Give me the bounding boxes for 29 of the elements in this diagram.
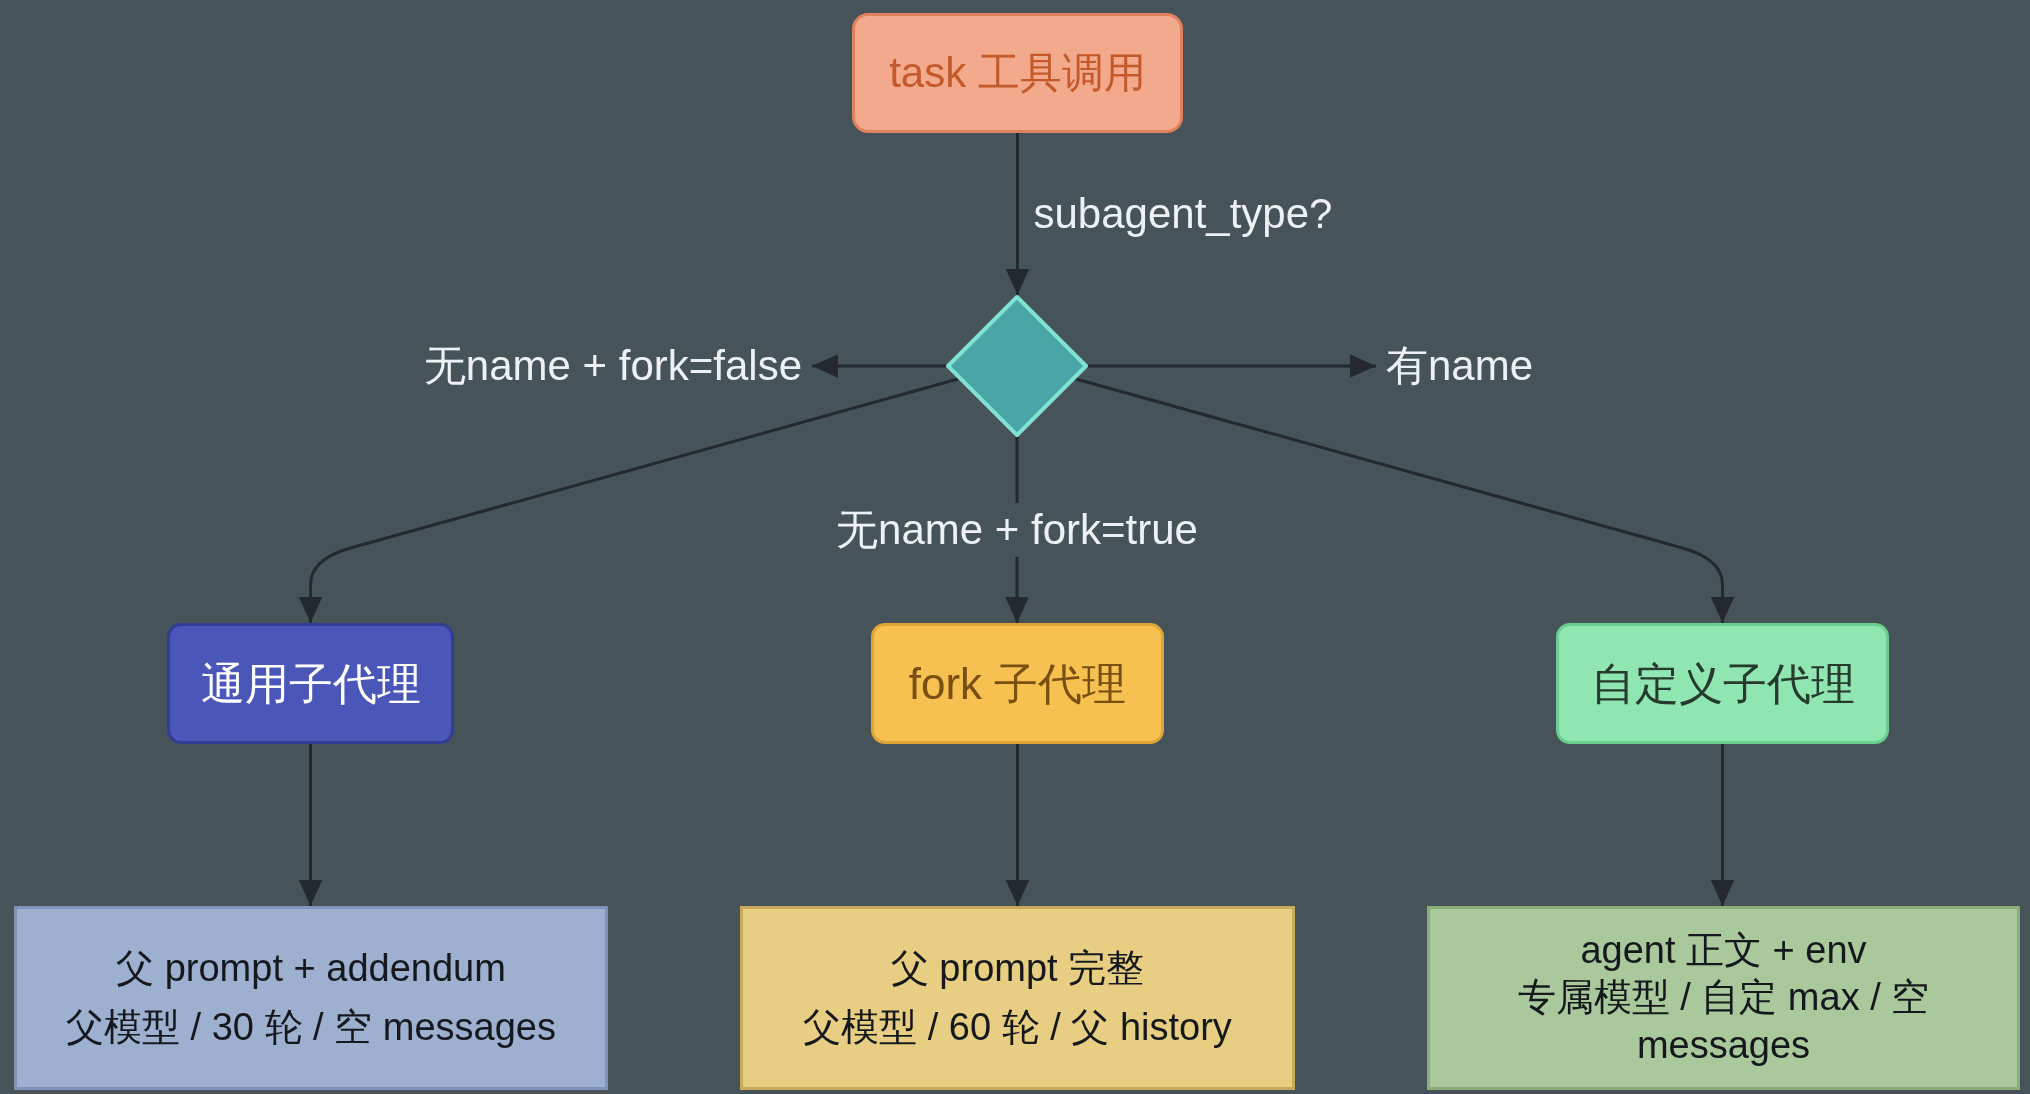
arrow (812, 354, 946, 378)
detail-text: agent 正文 + env (1580, 927, 1867, 973)
detail-text: 父模型 / 60 轮 / 父 history (803, 1005, 1232, 1050)
detail-text: 父模型 / 30 轮 / 空 messages (66, 1005, 556, 1050)
node-title: 通用子代理 (200, 658, 421, 710)
detail-box (1427, 906, 2020, 1090)
arrow (298, 377, 960, 623)
arrow (298, 744, 323, 906)
detail-text: 父 prompt + addendum (116, 945, 506, 991)
detail-text: 专属模型 / 自定 max / 空 messages (1516, 975, 1931, 1068)
detail-box (740, 906, 1295, 1090)
node-title: 自定义子代理 (1590, 658, 1855, 710)
start-box (852, 13, 1183, 133)
process-box (871, 623, 1164, 744)
detail-box (14, 906, 608, 1090)
node-title: fork 子代理 (908, 658, 1127, 710)
decision-diamond (946, 295, 1088, 437)
branch-label: 有name (1376, 340, 1544, 392)
detail-text: 父 prompt 完整 (890, 945, 1145, 991)
process-box (167, 623, 454, 744)
branch-label: 无name + fork=false (413, 340, 812, 392)
arrow (1005, 744, 1030, 906)
process-box (1556, 623, 1889, 744)
arrow (1088, 354, 1376, 378)
arrow (1074, 377, 1735, 623)
edge-label: subagent_type? (1032, 188, 1334, 239)
arrow (1710, 744, 1735, 906)
arrow (1005, 133, 1030, 295)
node-title: task 工具调用 (889, 47, 1146, 98)
